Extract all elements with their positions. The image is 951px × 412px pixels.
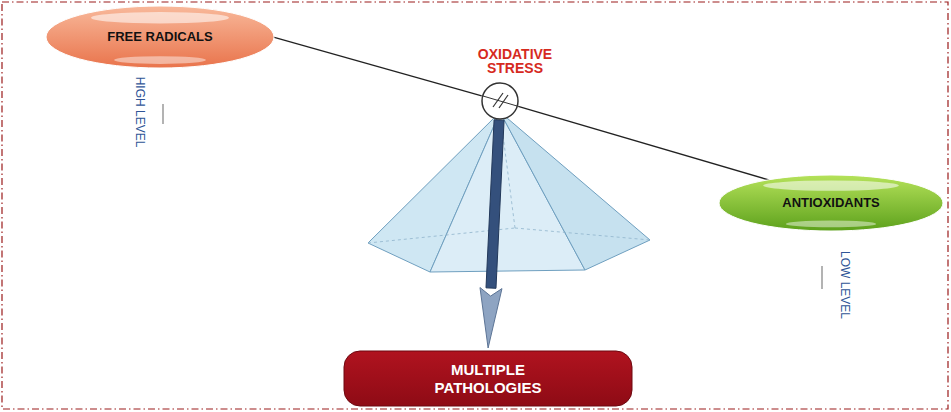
level-tick (821, 266, 823, 289)
level-label: HIGH LEVEL (133, 77, 147, 148)
ellipse-node: FREE RADICALS (45, 5, 275, 69)
stress-title: OXIDATIVE STRESS (465, 47, 565, 76)
node-outline (481, 82, 519, 120)
pyramid (368, 112, 650, 272)
result-box: MULTIPLE PATHOLOGIES (343, 350, 633, 407)
node-text: FREE RADICALS (107, 30, 212, 45)
node-text: ANTIOXIDANTS (782, 196, 880, 211)
level-label: LOW LEVEL (838, 251, 852, 319)
ellipse-node: ANTIOXIDANTS (718, 174, 944, 232)
fulcrum-node: OXIDATIVE STRESS (481, 82, 519, 120)
balance-beam (518, 106, 772, 181)
level-tick (162, 104, 164, 124)
effect-arrow (480, 120, 504, 348)
node-text: MULTIPLE PATHOLOGIES (423, 361, 553, 396)
balance-beam (268, 36, 482, 96)
